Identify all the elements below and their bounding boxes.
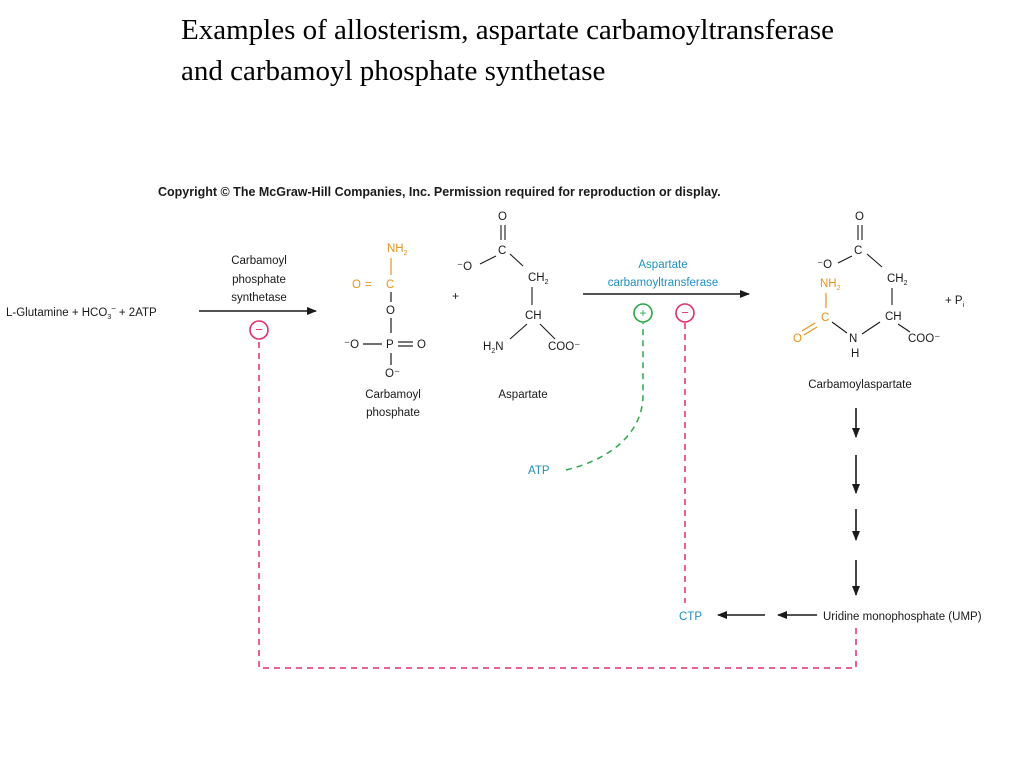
- svg-text:phosphate: phosphate: [232, 274, 286, 286]
- ctp-label: CTP: [679, 611, 702, 623]
- svg-text:=: =: [365, 279, 372, 291]
- aspartate-carbamoyltransferase-label: Aspartate carbamoyltransferase: [608, 259, 719, 289]
- svg-text:O: O: [855, 211, 864, 223]
- atp-label: ATP: [528, 465, 550, 477]
- slide-title: Examples of allosterism, aspartate carba…: [181, 10, 1001, 92]
- aspartate-structure: O C ⁻O CH2 CH H2N COO⁻: [457, 211, 580, 355]
- svg-text:Aspartate: Aspartate: [638, 259, 687, 271]
- svg-text:CH2: CH2: [887, 273, 908, 287]
- carbamoylaspartate-structure: O C ⁻O CH2 NH2 C O N CH COO⁻ H + Pi: [793, 211, 965, 360]
- svg-text:⁻O: ⁻O: [817, 259, 832, 271]
- svg-text:COO⁻: COO⁻: [548, 341, 580, 353]
- svg-text:O: O: [352, 279, 361, 291]
- svg-text:−: −: [681, 305, 689, 320]
- svg-text:O⁻: O⁻: [385, 368, 400, 380]
- svg-text:+ Pi: + Pi: [945, 295, 965, 309]
- copyright-notice: Copyright © The McGraw-Hill Companies, I…: [158, 185, 721, 199]
- svg-text:L-Glutamine + HCO3−+ 2ATP: L-Glutamine + HCO3−+ 2ATP: [6, 304, 157, 321]
- carbamoyl-phosphate-name: Carbamoyl phosphate: [365, 389, 421, 419]
- carbamoyl-phosphate-synthetase-label: Carbamoyl phosphate synthetase: [231, 255, 287, 304]
- carbamoylaspartate-name: Carbamoylaspartate: [808, 379, 912, 391]
- svg-text:carbamoyltransferase: carbamoyltransferase: [608, 277, 719, 289]
- svg-text:P: P: [386, 339, 394, 351]
- slide-title-line-2: and carbamoyl phosphate synthetase: [181, 55, 606, 87]
- svg-text:⁻O: ⁻O: [344, 339, 359, 351]
- atp-activation-path: [565, 323, 644, 471]
- svg-text:phosphate: phosphate: [366, 407, 420, 419]
- svg-text:CH2: CH2: [528, 272, 549, 286]
- svg-text:H: H: [851, 348, 859, 360]
- svg-text:C: C: [821, 312, 829, 324]
- svg-text:O: O: [498, 211, 507, 223]
- svg-text:Carbamoyl: Carbamoyl: [231, 255, 287, 267]
- ump-feedback-path: [258, 340, 857, 669]
- svg-text:Carbamoyl: Carbamoyl: [365, 389, 421, 401]
- carbamoyl-phosphate-structure: NH2 O = C O ⁻O P O O⁻: [344, 243, 426, 380]
- svg-text:O: O: [386, 305, 395, 317]
- svg-text:NH2: NH2: [387, 243, 408, 257]
- ump-label: Uridine monophosphate (UMP): [823, 611, 982, 623]
- plus-sign: +: [452, 289, 459, 303]
- svg-text:C: C: [854, 245, 862, 257]
- svg-text:C: C: [386, 279, 394, 291]
- reaction-1-substrates: L-Glutamine + HCO3−+ 2ATP: [6, 304, 157, 321]
- slide-title-line-1: Examples of allosterism, aspartate carba…: [181, 14, 835, 46]
- svg-text:O: O: [793, 333, 802, 345]
- svg-text:+: +: [639, 306, 646, 320]
- svg-text:−: −: [255, 322, 263, 337]
- svg-text:C: C: [498, 245, 506, 257]
- svg-text:COO⁻: COO⁻: [908, 333, 940, 345]
- atcase-activation-sign: +: [633, 303, 653, 323]
- svg-text:⁻O: ⁻O: [457, 261, 472, 273]
- svg-text:H2N: H2N: [483, 341, 504, 355]
- svg-text:synthetase: synthetase: [231, 292, 287, 304]
- cps-inhibition-sign: −: [249, 320, 269, 340]
- svg-text:CH: CH: [885, 311, 902, 323]
- svg-text:N: N: [849, 333, 857, 345]
- svg-text:CH: CH: [525, 310, 542, 322]
- atcase-inhibition-sign: −: [675, 303, 695, 323]
- svg-text:O: O: [417, 339, 426, 351]
- svg-text:NH2: NH2: [820, 278, 841, 292]
- aspartate-name: Aspartate: [498, 389, 547, 401]
